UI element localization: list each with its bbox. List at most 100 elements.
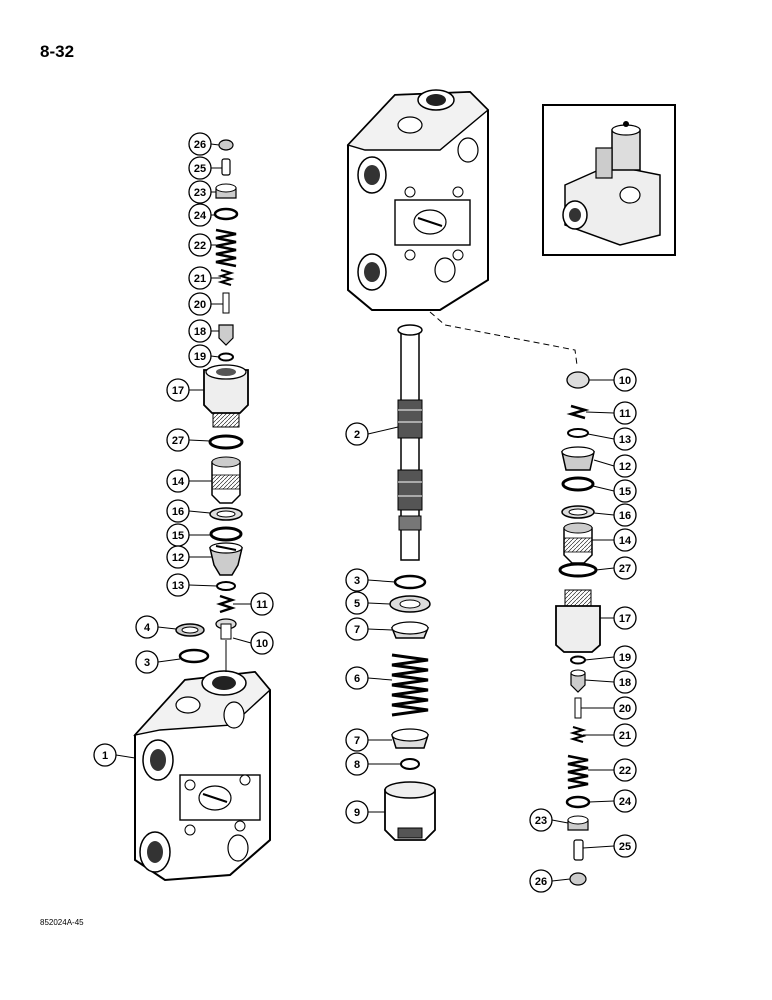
callout-center-3: 3 xyxy=(345,568,396,592)
callout-right-10: 10 xyxy=(589,368,637,392)
svg-text:21: 21 xyxy=(194,273,206,285)
svg-text:5: 5 xyxy=(354,598,360,610)
callout-center-5: 5 xyxy=(345,591,391,615)
callout-center-8: 8 xyxy=(345,752,401,776)
svg-text:10: 10 xyxy=(256,638,268,650)
callout-right-11: 11 xyxy=(585,401,637,425)
callout-right-15: 15 xyxy=(592,479,637,503)
callout-right-21: 21 xyxy=(583,723,637,747)
svg-text:25: 25 xyxy=(619,841,631,853)
callout-right-13: 13 xyxy=(587,427,637,451)
callout-left-22: 22 xyxy=(188,233,216,257)
callout-left-19: 19 xyxy=(188,344,220,368)
svg-text:22: 22 xyxy=(194,240,206,252)
svg-text:23: 23 xyxy=(194,187,206,199)
callout-left-21: 21 xyxy=(188,266,221,290)
svg-text:12: 12 xyxy=(172,552,184,564)
callout-center-6: 6 xyxy=(345,666,393,690)
svg-text:18: 18 xyxy=(194,326,206,338)
lower-valve-body xyxy=(133,670,271,882)
callout-center-2: 2 xyxy=(345,422,399,446)
svg-text:1: 1 xyxy=(102,750,108,762)
callout-right-18: 18 xyxy=(584,670,637,694)
svg-text:19: 19 xyxy=(619,652,631,664)
svg-text:7: 7 xyxy=(354,624,360,636)
callout-right-20: 20 xyxy=(581,696,637,720)
svg-text:14: 14 xyxy=(619,535,632,547)
callout-right-19: 19 xyxy=(584,645,637,669)
spool-part xyxy=(397,324,423,561)
svg-text:9: 9 xyxy=(354,807,360,819)
callout-left-15: 15 xyxy=(166,523,211,547)
callout-left-24: 24 xyxy=(188,203,215,227)
callout-right-25: 25 xyxy=(582,834,637,858)
svg-text:10: 10 xyxy=(619,375,631,387)
inset-detail xyxy=(542,104,676,256)
svg-text:24: 24 xyxy=(619,796,632,808)
center-callouts: 2 3 5 7 6 7 8 9 xyxy=(345,422,401,824)
svg-text:20: 20 xyxy=(194,299,206,311)
callout-left-18: 18 xyxy=(188,319,219,343)
callout-left-25: 25 xyxy=(188,156,222,180)
callout-right-24: 24 xyxy=(588,789,637,813)
callout-left-1: 1 xyxy=(93,743,136,767)
svg-text:11: 11 xyxy=(256,599,268,611)
svg-text:3: 3 xyxy=(354,575,360,587)
svg-text:27: 27 xyxy=(172,435,184,447)
left-column-parts xyxy=(175,139,249,672)
svg-text:8: 8 xyxy=(354,759,360,771)
svg-text:17: 17 xyxy=(172,385,184,397)
svg-text:14: 14 xyxy=(172,476,185,488)
callout-left-13: 13 xyxy=(166,573,218,597)
callout-left-27: 27 xyxy=(166,428,211,452)
callout-left-11: 11 xyxy=(233,592,274,616)
svg-text:26: 26 xyxy=(194,139,206,151)
svg-text:26: 26 xyxy=(535,876,547,888)
callout-right-22: 22 xyxy=(588,758,637,782)
callout-left-10: 10 xyxy=(232,631,274,655)
callout-right-26: 26 xyxy=(529,869,571,893)
callout-left-3: 3 xyxy=(135,650,181,674)
svg-text:22: 22 xyxy=(619,765,631,777)
callout-left-12: 12 xyxy=(166,545,212,569)
svg-text:2: 2 xyxy=(354,429,360,441)
svg-text:4: 4 xyxy=(144,622,151,634)
callout-left-20: 20 xyxy=(188,292,223,316)
callout-left-23: 23 xyxy=(188,180,216,204)
callout-left-17: 17 xyxy=(166,378,204,402)
left-callouts: 26 25 23 24 22 21 20 18 19 17 27 14 16 1… xyxy=(93,132,274,767)
svg-text:16: 16 xyxy=(172,506,184,518)
callout-right-12: 12 xyxy=(593,454,637,478)
svg-text:16: 16 xyxy=(619,510,631,522)
svg-text:17: 17 xyxy=(619,613,631,625)
right-callouts: 10 11 13 12 15 16 14 27 17 19 18 20 21 2… xyxy=(529,368,637,893)
page-number: 8-32 xyxy=(40,42,75,61)
callout-left-14: 14 xyxy=(166,469,212,493)
svg-text:7: 7 xyxy=(354,735,360,747)
svg-text:21: 21 xyxy=(619,730,631,742)
callout-right-27: 27 xyxy=(595,556,637,580)
callout-center-9: 9 xyxy=(345,800,385,824)
callout-right-16: 16 xyxy=(593,503,637,527)
callout-center-7b: 7 xyxy=(345,728,392,752)
callout-right-23: 23 xyxy=(529,808,569,832)
svg-text:19: 19 xyxy=(194,351,206,363)
svg-text:23: 23 xyxy=(535,815,547,827)
svg-text:15: 15 xyxy=(619,486,631,498)
right-column-parts xyxy=(555,371,601,886)
svg-text:12: 12 xyxy=(619,461,631,473)
svg-text:15: 15 xyxy=(172,530,184,542)
figure-code: 852024A-45 xyxy=(40,918,84,927)
callout-left-4: 4 xyxy=(135,615,177,639)
callout-right-14: 14 xyxy=(592,528,637,552)
callout-left-16: 16 xyxy=(166,499,211,523)
svg-text:13: 13 xyxy=(619,434,631,446)
callout-left-26: 26 xyxy=(188,132,220,156)
svg-text:18: 18 xyxy=(619,677,631,689)
dashed-leader xyxy=(429,311,578,366)
svg-text:11: 11 xyxy=(619,408,631,420)
svg-text:6: 6 xyxy=(354,673,360,685)
svg-text:24: 24 xyxy=(194,210,207,222)
